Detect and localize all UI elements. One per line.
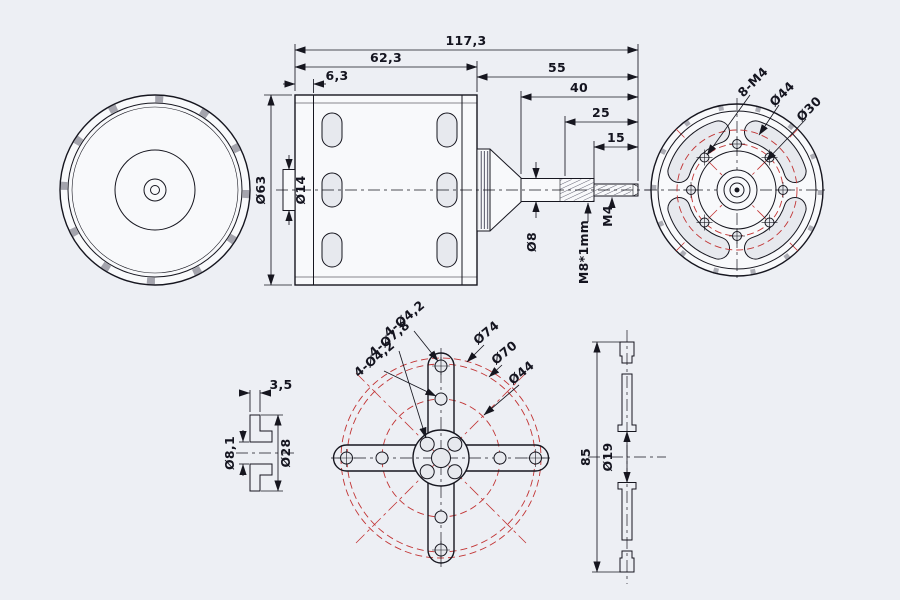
spacer-upper-section (249, 414, 273, 443)
front-shaft-hole (143, 178, 167, 202)
dim-thread-15: 15 (593, 130, 639, 151)
dim-rear-bolt-circle-label: Ø44 (766, 78, 797, 109)
rear-view: 8-M4 Ø44 Ø30 (645, 64, 829, 282)
dim-rear-boss-label: Ø30 (793, 93, 824, 124)
rear-spoke-cutout (743, 196, 807, 260)
dim-mount-d74-label: Ø74 (470, 318, 502, 348)
dim-spacer-bore: Ø8,1 (222, 430, 249, 476)
dim-shaft-25-label: 25 (592, 105, 610, 120)
mount-arm-holes (375, 392, 507, 524)
dim-flange-width-label: 6,3 (325, 68, 348, 83)
mountside-segment (617, 482, 637, 541)
dim-thread-15-label: 15 (607, 130, 625, 145)
mount-hub-hole (447, 436, 463, 452)
mountside-segment (619, 550, 635, 573)
dim-stub-diameter: Ø14 (285, 155, 308, 225)
mountside-segment (617, 373, 637, 432)
label-mount-holes-bot: 4-Ø4,2 (351, 337, 437, 397)
rear-bolt-circle-44 (676, 129, 798, 251)
rear-shaft-section (729, 182, 745, 198)
mount-hub-hole (419, 436, 435, 452)
dim-shaft-diameter-label: Ø8 (524, 232, 539, 252)
spacer-lower-section (249, 463, 273, 492)
rear-spoke-cutout (667, 120, 731, 184)
dim-mount-d44-label: Ø44 (505, 358, 537, 388)
dim-mountside-height-label: 85 (578, 448, 593, 466)
mount-arm-east (466, 444, 550, 472)
mount-arm-west (332, 444, 416, 472)
label-shaft-thread: M8*1mm (576, 202, 592, 284)
front-rim-slots (60, 95, 250, 285)
dim-shaft-40-label: 40 (570, 80, 588, 95)
dim-spacer-od: Ø28 (261, 414, 293, 492)
mount-tip-holes (337, 357, 545, 559)
rear-rim-slots (651, 104, 823, 276)
motor-shaft (276, 148, 652, 232)
mount-hub-hole (447, 464, 463, 480)
label-tip-thread-text: M4 (600, 205, 615, 227)
front-view (59, 94, 251, 286)
dim-shaft-25: 25 (564, 105, 639, 126)
mount-hub-hole (419, 464, 435, 480)
dim-stub-diameter-label: Ø14 (293, 176, 308, 205)
label-shaft-thread-text: M8*1mm (576, 220, 591, 284)
spacer-section-view: 3,5 Ø8,1 Ø28 (222, 377, 296, 492)
dim-overall-length-label: 117,3 (445, 33, 486, 48)
dim-spacer-od-label: Ø28 (278, 439, 293, 468)
dim-overall-length: 117,3 (294, 33, 639, 54)
dim-spacer-bore-label: Ø8,1 (222, 436, 237, 470)
front-magnet-disc (114, 149, 196, 231)
dim-spacer-thickness-label: 3,5 (269, 377, 292, 392)
dim-body-length: 62,3 (294, 50, 478, 71)
cooling-slot (321, 112, 343, 148)
dim-mount-d44: Ø44 (483, 358, 537, 416)
dim-body-diameter: Ø63 (253, 94, 275, 286)
cooling-slot (321, 232, 343, 268)
mount-side-view: 85 Ø19 (578, 330, 666, 584)
cooling-slot (436, 232, 458, 268)
mount-arm-south (427, 483, 455, 564)
mount-arm-north (427, 352, 455, 433)
label-rear-holes-text: 8-M4 (735, 64, 771, 100)
dim-flange-width: 6,3 (283, 68, 348, 88)
side-view: 117,3 62,3 6,3 55 40 25 15 Ø63 (253, 33, 652, 286)
dim-shaft-diameter: Ø8 (524, 162, 540, 252)
dim-body-diameter-label: Ø63 (253, 176, 268, 205)
cooling-slot (436, 112, 458, 148)
dim-mountside-height: 85 (578, 341, 620, 573)
dim-mountside-bore-label: Ø19 (600, 443, 615, 472)
dim-shaft-length-label: 55 (548, 60, 566, 75)
mountside-segment (619, 341, 635, 364)
dim-mount-d70-label: Ø70 (488, 338, 520, 368)
mount-center-hole (431, 448, 451, 468)
dim-shaft-40: 40 (520, 80, 639, 101)
dim-spacer-thickness: 3,5 (238, 377, 292, 412)
mount-hub (412, 429, 470, 487)
dim-body-length-label: 62,3 (370, 50, 402, 65)
dim-mountside-bore: Ø19 (600, 431, 631, 483)
rear-spoke-cutout (667, 196, 731, 260)
mount-front-view: 4-Ø4,2 4-Ø7,8 4-Ø4,2 Ø74 Ø70 Ø44 (331, 297, 551, 568)
label-tip-thread: M4 (600, 197, 616, 227)
dim-shaft-length: 55 (476, 60, 639, 81)
